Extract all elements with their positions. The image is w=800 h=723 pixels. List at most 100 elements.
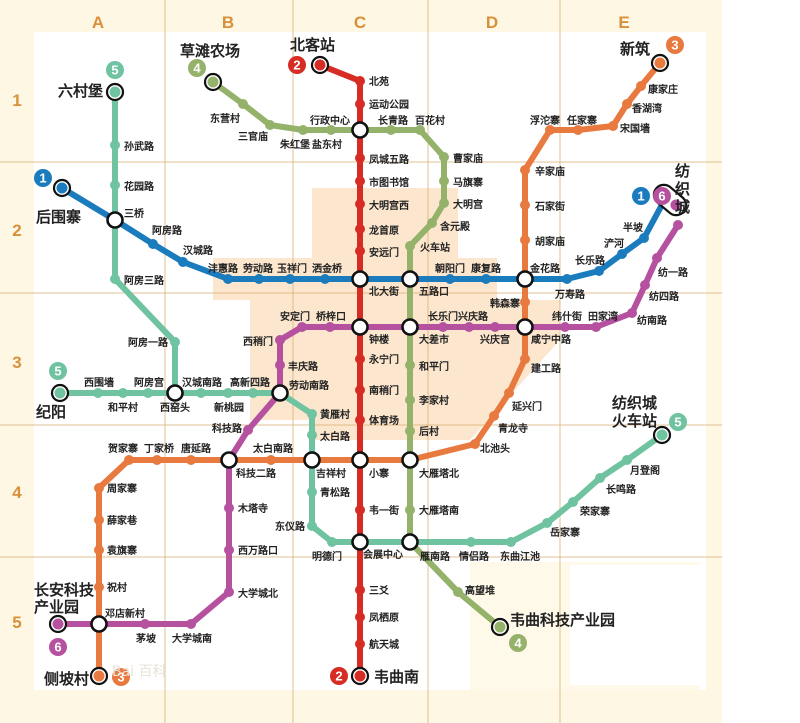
station-dot[interactable] (520, 200, 530, 210)
station-dot[interactable] (427, 218, 437, 228)
station-dot[interactable] (405, 241, 415, 251)
station-dot[interactable] (355, 176, 365, 186)
interchange-station[interactable] (351, 451, 369, 469)
station-dot[interactable] (636, 81, 646, 91)
station-dot[interactable] (152, 455, 162, 465)
station-dot[interactable] (355, 354, 365, 364)
station-dot[interactable] (453, 587, 463, 597)
interchange-station[interactable] (516, 318, 534, 336)
station-dot[interactable] (196, 388, 206, 398)
interchange-station[interactable] (271, 384, 289, 402)
station-dot[interactable] (275, 335, 285, 345)
station-dot[interactable] (355, 612, 365, 622)
station-dot[interactable] (386, 125, 396, 135)
station-dot[interactable] (355, 505, 365, 515)
station-dot[interactable] (143, 388, 153, 398)
station-dot[interactable] (562, 274, 572, 284)
station-dot[interactable] (110, 180, 120, 190)
station-dot[interactable] (405, 395, 415, 405)
station-dot[interactable] (297, 322, 307, 332)
station-dot[interactable] (110, 140, 120, 150)
station-dot[interactable] (617, 249, 627, 259)
station-dot[interactable] (355, 76, 365, 86)
station-dot[interactable] (148, 239, 158, 249)
station-dot[interactable] (325, 322, 335, 332)
station-dot[interactable] (186, 619, 196, 629)
station-dot[interactable] (170, 337, 180, 347)
station-dot[interactable] (520, 354, 530, 364)
station-dot[interactable] (439, 198, 449, 208)
station-dot[interactable] (640, 280, 650, 290)
station-dot[interactable] (110, 274, 120, 284)
station-dot[interactable] (118, 388, 128, 398)
station-dot[interactable] (520, 297, 530, 307)
station-dot[interactable] (140, 619, 150, 629)
station-dot[interactable] (560, 322, 570, 332)
station-dot[interactable] (466, 537, 476, 547)
station-dot[interactable] (627, 308, 637, 318)
station-dot[interactable] (639, 233, 649, 243)
station-dot[interactable] (355, 385, 365, 395)
interchange-station[interactable] (401, 451, 419, 469)
station-dot[interactable] (248, 388, 258, 398)
station-dot[interactable] (594, 266, 604, 276)
station-dot[interactable] (224, 503, 234, 513)
station-dot[interactable] (223, 274, 233, 284)
station-dot[interactable] (622, 455, 632, 465)
station-dot[interactable] (186, 455, 196, 465)
station-dot[interactable] (320, 274, 330, 284)
station-dot[interactable] (254, 274, 264, 284)
station-dot[interactable] (568, 497, 578, 507)
station-dot[interactable] (573, 125, 583, 135)
station-dot[interactable] (307, 430, 317, 440)
station-dot[interactable] (243, 425, 253, 435)
station-dot[interactable] (327, 537, 337, 547)
station-dot[interactable] (307, 487, 317, 497)
station-dot[interactable] (415, 125, 425, 135)
interchange-station[interactable] (90, 615, 108, 633)
station-dot[interactable] (490, 322, 500, 332)
interchange-station[interactable] (401, 533, 419, 551)
station-dot[interactable] (238, 99, 248, 109)
station-dot[interactable] (520, 165, 530, 175)
station-dot[interactable] (355, 153, 365, 163)
station-dot[interactable] (326, 125, 336, 135)
interchange-station[interactable] (516, 270, 534, 288)
station-dot[interactable] (265, 120, 275, 130)
station-dot[interactable] (405, 360, 415, 370)
station-dot[interactable] (355, 199, 365, 209)
station-dot[interactable] (224, 587, 234, 597)
station-dot[interactable] (266, 455, 276, 465)
interchange-station[interactable] (351, 270, 369, 288)
station-dot[interactable] (439, 152, 449, 162)
station-dot[interactable] (464, 322, 474, 332)
station-dot[interactable] (124, 455, 134, 465)
interchange-station[interactable] (351, 318, 369, 336)
station-dot[interactable] (94, 483, 104, 493)
station-dot[interactable] (506, 537, 516, 547)
station-dot[interactable] (608, 121, 618, 131)
station-dot[interactable] (307, 521, 317, 531)
station-dot[interactable] (307, 409, 317, 419)
station-dot[interactable] (520, 235, 530, 245)
interchange-station[interactable] (401, 318, 419, 336)
station-dot[interactable] (673, 220, 683, 230)
station-dot[interactable] (355, 246, 365, 256)
interchange-station[interactable] (166, 384, 184, 402)
station-dot[interactable] (223, 388, 233, 398)
station-dot[interactable] (481, 274, 491, 284)
station-dot[interactable] (93, 388, 103, 398)
station-dot[interactable] (178, 257, 188, 267)
station-dot[interactable] (439, 176, 449, 186)
station-dot[interactable] (94, 515, 104, 525)
interchange-station[interactable] (351, 121, 369, 139)
station-dot[interactable] (355, 415, 365, 425)
station-dot[interactable] (355, 99, 365, 109)
station-dot[interactable] (445, 274, 455, 284)
station-dot[interactable] (489, 411, 499, 421)
station-dot[interactable] (542, 518, 552, 528)
interchange-station[interactable] (106, 211, 124, 229)
station-dot[interactable] (94, 545, 104, 555)
interchange-station[interactable] (351, 533, 369, 551)
station-dot[interactable] (591, 322, 601, 332)
